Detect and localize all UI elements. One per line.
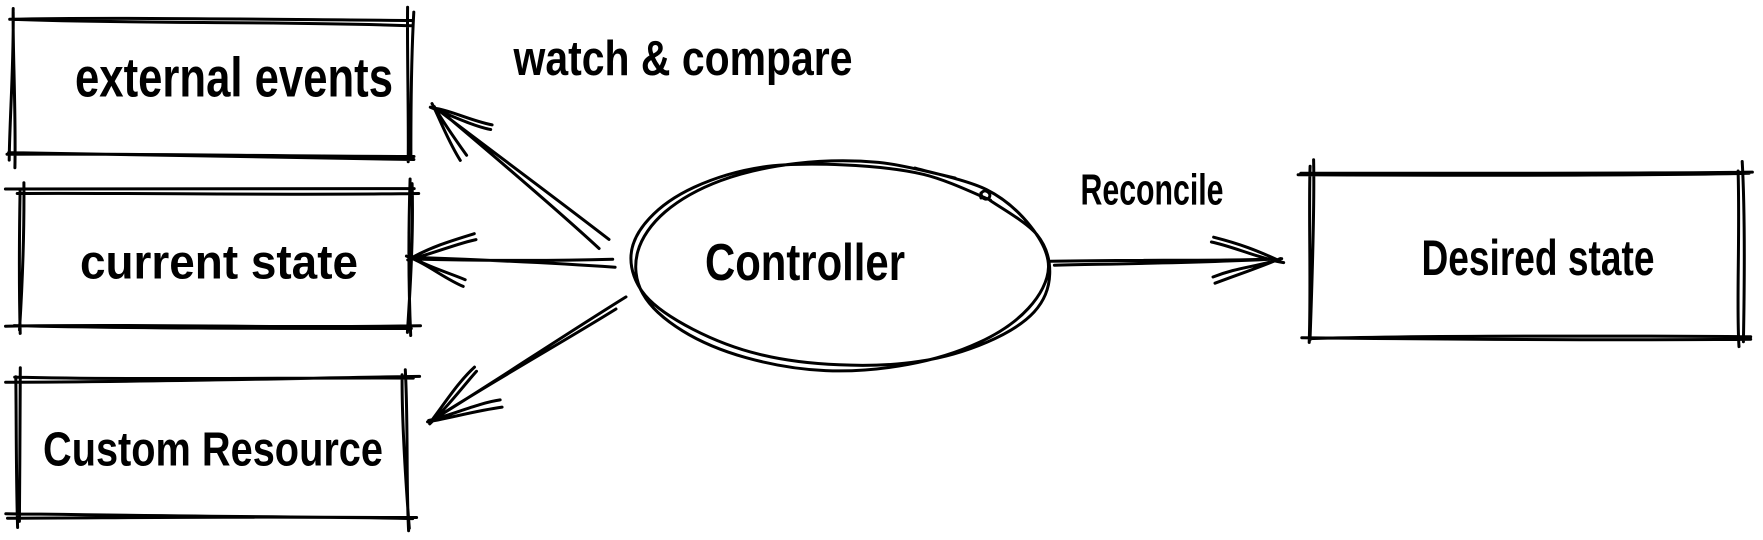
svg-text:external events: external events	[75, 46, 393, 109]
svg-text:watch & compare: watch & compare	[513, 32, 853, 86]
svg-text:Controller: Controller	[705, 234, 905, 292]
svg-text:Desired state: Desired state	[1422, 230, 1655, 286]
svg-text:current state: current state	[80, 237, 358, 290]
svg-text:Custom Resource: Custom Resource	[43, 424, 383, 477]
svg-text:Reconcile: Reconcile	[1081, 166, 1224, 215]
